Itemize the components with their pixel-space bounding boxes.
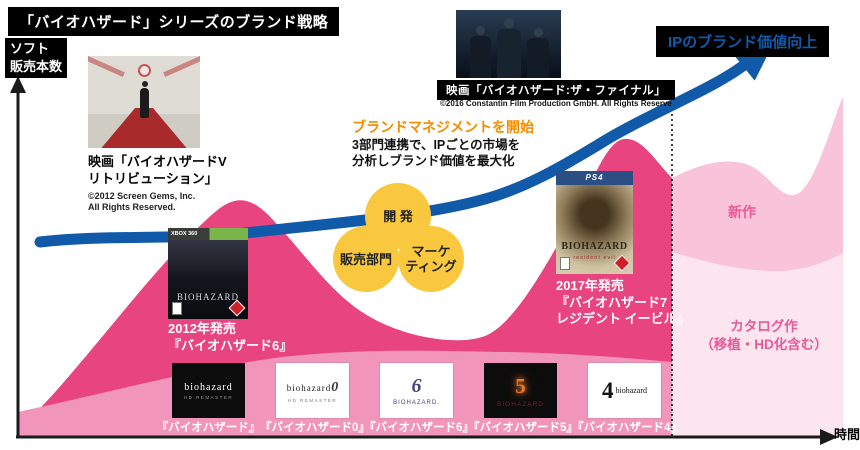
- page-title: 「バイオハザード」シリーズのブランド戦略: [8, 7, 340, 36]
- goal-banner: IPのブランド価値向上: [656, 26, 830, 57]
- movie2-figure-head: [504, 18, 514, 28]
- release-2017-label: 2017年発売 『バイオハザード7 レジデント イービル』: [556, 278, 690, 326]
- brand-management-heading: ブランドマネジメントを開始: [352, 119, 534, 135]
- cover-text: biohazard: [184, 381, 233, 393]
- cover-number: 0: [331, 380, 339, 395]
- movie1-wall-stripe: [88, 56, 125, 77]
- cover-biohazard7-ps4: PS4 BIOHAZARD resident evil: [556, 171, 633, 274]
- cover-text: biohazard: [615, 386, 648, 395]
- circle-sales-label: 販売部門: [339, 251, 392, 267]
- y-axis-arrow-icon: [10, 76, 26, 93]
- x-axis-arrow-icon: [820, 429, 838, 445]
- circle-sales-division: 販売部門: [333, 226, 399, 292]
- catalog-cover-biohazard4: 4 biohazard: [588, 363, 661, 418]
- catalog-cover-biohazard-hd: biohazard HD REMASTER: [172, 363, 245, 418]
- cover-text: biohazard: [286, 383, 332, 393]
- region-new-titles-label: 新作: [728, 204, 756, 220]
- movie1-figure-head: [142, 81, 148, 87]
- wave-future-catalog: [672, 252, 843, 437]
- cover-number: 6: [411, 375, 422, 397]
- catalog-label-biohazard0: 『バイオハザード0』: [260, 422, 370, 434]
- ps4-banner: PS4: [556, 171, 633, 185]
- catalog-label-biohazard: 『バイオハザード』: [156, 422, 261, 434]
- movie1-wall-stripe: [163, 56, 200, 77]
- cover-subtext: HD REMASTER: [183, 394, 234, 400]
- cover-subtext: HD REMASTER: [287, 398, 338, 403]
- brand-management-description: 3部門連携で、IPごとの市場を 分析しブランド価値を最大化: [352, 138, 521, 168]
- movie-final-chapter-image: [456, 10, 561, 78]
- movie2-figure: [527, 38, 549, 78]
- cover-number: 4: [601, 377, 614, 403]
- catalog-label-biohazard6: 『バイオハザード6』: [364, 422, 474, 434]
- cover-biohazard7-title: BIOHAZARD: [561, 241, 628, 252]
- y-axis-label: ソフト 販売本数: [5, 38, 68, 78]
- movie1-target-icon: [138, 64, 151, 77]
- circle-development-label: 開 発: [383, 208, 413, 224]
- region-catalog-label: カタログ作 （移植・HD化含む）: [700, 319, 828, 352]
- rating-box-icon: [172, 302, 182, 315]
- movie2-figure: [470, 36, 491, 78]
- catalog-cover-biohazard6: 6 BIOHAZARD.: [380, 363, 453, 418]
- circle-development: 開 発: [365, 183, 431, 249]
- rating-box-icon: [560, 257, 570, 270]
- movie2-caption: 映画「バイオハザード:ザ・ファイナル」: [437, 80, 676, 100]
- rating-diamond-icon: [228, 299, 246, 317]
- movie1-caption: 映画「バイオハザードV リトリビューション」: [88, 154, 227, 186]
- movie2-figure-head: [476, 26, 485, 35]
- catalog-cover-biohazard5: 5 BIOHAZARD: [484, 363, 557, 418]
- cover-text: BIOHAZARD: [497, 400, 544, 408]
- cover-biohazard7-subtitle: resident evil: [573, 255, 616, 261]
- movie2-figure-head: [534, 28, 543, 37]
- circle-marketing: マーケ ティング: [398, 226, 464, 292]
- x-axis-label: 時間: [834, 427, 860, 442]
- movie1-figure: [140, 88, 149, 118]
- cover-number: 5: [515, 373, 526, 398]
- circle-marketing-label: マーケ ティング: [405, 244, 457, 274]
- cover-biohazard6-title: BIOHAZARD: [177, 292, 239, 302]
- movie-retribution-image: [88, 56, 200, 148]
- movie1-copyright: ©2012 Screen Gems, Inc. All Rights Reser…: [88, 191, 196, 212]
- cover-biohazard6-xbox360: XBOX 360 BIOHAZARD: [168, 228, 248, 319]
- catalog-cover-biohazard0-hd: biohazard0 HD REMASTER: [276, 363, 349, 418]
- movie2-copyright: ©2016 Constantin Film Production GmbH. A…: [440, 99, 672, 108]
- catalog-label-biohazard4: 『バイオハザード4』: [572, 422, 682, 434]
- movie2-figure: [497, 29, 521, 78]
- xbox360-banner: XBOX 360: [168, 228, 248, 240]
- release-2012-label: 2012年発売 『バイオハザード6』: [168, 321, 293, 353]
- cover-text: BIOHAZARD.: [393, 400, 440, 406]
- catalog-label-biohazard5: 『バイオハザード5』: [468, 422, 578, 434]
